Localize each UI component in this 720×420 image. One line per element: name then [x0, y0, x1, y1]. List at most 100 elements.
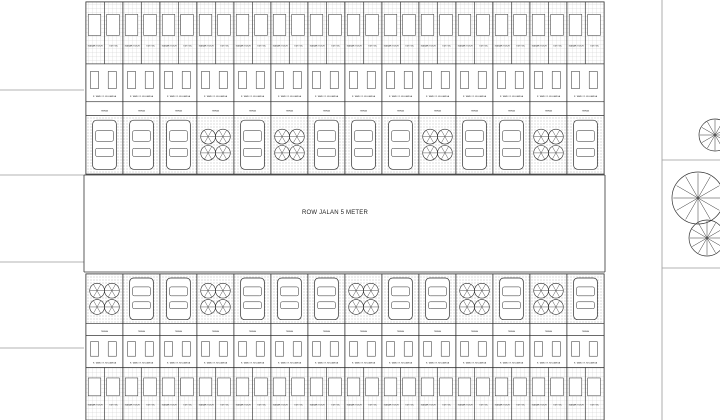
bed-icon	[143, 377, 157, 397]
carport-zone	[196, 115, 235, 175]
table-icon	[238, 341, 247, 357]
room-label-bath: KM / WC	[442, 404, 451, 406]
room-label-living: R. TAMU / R. KELUARGA	[463, 362, 487, 365]
room-label-bedroom: KAMAR TIDUR	[310, 45, 325, 48]
sofa-icon	[329, 341, 339, 357]
room-label-living: R. TAMU / R. KELUARGA	[426, 95, 450, 98]
bed-icon	[476, 377, 490, 397]
room-label-bath: KM / WC	[368, 46, 377, 48]
terrace-zone	[85, 101, 124, 116]
carport-zone	[270, 115, 309, 175]
bed-icon	[346, 14, 361, 36]
terrace-zone	[418, 101, 457, 116]
room-label-terrace: TERAS	[286, 109, 294, 112]
terrace-zone	[233, 101, 272, 116]
room-label-bath: KM / WC	[516, 404, 525, 406]
table-icon	[460, 71, 469, 89]
room-label-terrace: TERAS	[508, 330, 516, 333]
sofa-icon	[366, 71, 376, 89]
room-label-bedroom: KAMAR TIDUR	[88, 45, 103, 48]
living-zone	[85, 335, 124, 368]
tree-icon	[533, 128, 564, 161]
sofa-icon	[329, 71, 339, 89]
tree-branch	[701, 127, 716, 136]
table-icon	[349, 71, 358, 89]
terrace-zone	[418, 323, 457, 336]
bed-icon	[402, 14, 416, 36]
car-icon	[462, 119, 487, 170]
room-label-bedroom: KAMAR TIDUR	[199, 403, 214, 406]
room-label-living: R. TAMU / R. KELUARGA	[241, 362, 265, 365]
table-icon	[90, 341, 99, 357]
room-label-bedroom: KAMAR TIDUR	[236, 45, 251, 48]
room-label-bedroom: KAMAR TIDUR	[421, 45, 436, 48]
bed-icon	[235, 377, 250, 397]
bed-icon	[328, 377, 342, 397]
room-label-bath: KM / WC	[257, 404, 266, 406]
room-label-terrace: TERAS	[545, 109, 553, 112]
room-label-terrace: TERAS	[249, 109, 257, 112]
table-icon	[127, 341, 136, 357]
bed-icon	[217, 377, 231, 397]
terrace-zone	[566, 323, 605, 336]
bed-icon	[587, 377, 601, 397]
table-icon	[164, 341, 173, 357]
room-label-living: R. TAMU / R. KELUARGA	[537, 95, 561, 98]
car-icon	[166, 119, 191, 170]
terrace-zone	[307, 101, 346, 116]
table-icon	[312, 71, 321, 89]
tree-branch	[697, 197, 720, 211]
sofa-icon	[477, 71, 487, 89]
room-label-terrace: TERAS	[397, 109, 405, 112]
right-boundary-lines	[661, 0, 720, 420]
room-label-bedroom: KAMAR TIDUR	[88, 403, 103, 406]
bed-icon	[291, 14, 305, 36]
room-label-living: R. TAMU / R. KELUARGA	[426, 362, 450, 365]
living-zone	[307, 335, 346, 368]
bed-icon	[328, 14, 342, 36]
sofa-icon	[551, 341, 561, 357]
room-label-bedroom: KAMAR TIDUR	[421, 403, 436, 406]
tree-icon	[422, 128, 453, 161]
bed-icon	[254, 14, 268, 36]
terrace-zone	[159, 323, 198, 336]
bed-icon	[87, 14, 102, 36]
room-label-terrace: TERAS	[212, 330, 220, 333]
living-zone	[529, 63, 568, 103]
table-icon	[534, 71, 543, 89]
sofa-icon	[292, 71, 302, 89]
sofa-icon	[440, 341, 450, 357]
tree-branch	[697, 176, 711, 199]
terrace-zone	[122, 101, 161, 116]
room-label-bath: KM / WC	[146, 404, 155, 406]
living-zone	[270, 335, 309, 368]
table-icon	[127, 71, 136, 89]
car-icon	[499, 277, 524, 321]
car-icon	[499, 119, 524, 170]
tree-icon	[533, 282, 564, 315]
terrace-zone	[85, 323, 124, 336]
tree-branch	[706, 230, 720, 239]
room-label-bath: KM / WC	[553, 46, 562, 48]
sofa-icon	[107, 341, 117, 357]
carport-zone	[418, 115, 457, 175]
table-icon	[275, 341, 284, 357]
sofa-icon	[181, 71, 191, 89]
terrace-zone	[492, 323, 531, 336]
terrace-zone	[233, 323, 272, 336]
living-zone	[492, 63, 531, 103]
terrace-zone	[344, 101, 383, 116]
sofa-icon	[218, 71, 228, 89]
terrace-zone	[529, 101, 568, 116]
bed-icon	[161, 377, 176, 397]
bed-icon	[383, 14, 398, 36]
bed-icon	[568, 14, 583, 36]
table-icon	[386, 341, 395, 357]
car-icon	[388, 277, 413, 321]
